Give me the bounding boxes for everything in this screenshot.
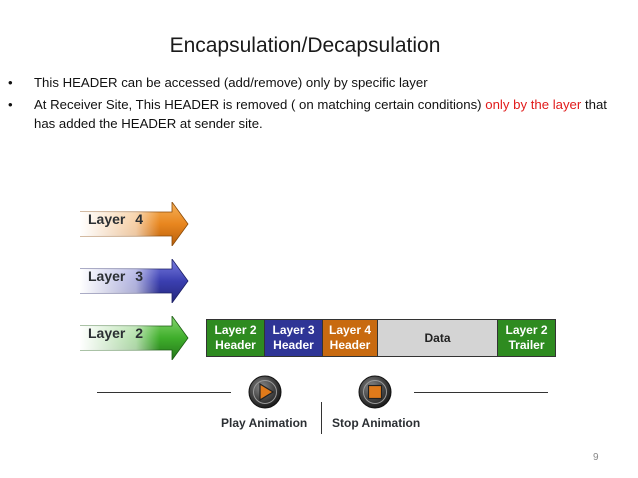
packet-data: Data xyxy=(378,320,497,356)
layer-4-arrow: Layer 4 xyxy=(80,202,190,246)
stop-animation-label[interactable]: Stop Animation xyxy=(332,416,421,430)
segment-line2: Header xyxy=(329,338,371,352)
play-animation-label[interactable]: Play Animation xyxy=(221,416,308,430)
packet-layer3-header: Layer 3 Header xyxy=(265,320,322,356)
layer-2-label: Layer 2 xyxy=(88,325,144,341)
divider-line xyxy=(321,402,322,434)
segment-line2: Header xyxy=(215,338,256,352)
page-number: 9 xyxy=(593,452,599,463)
layer-4-label: Layer 4 xyxy=(88,211,144,227)
layer-3-label: Layer 3 xyxy=(88,268,144,284)
segment-line1: Layer 2 xyxy=(214,323,257,337)
stop-animation-button[interactable] xyxy=(358,375,392,409)
segment-line2: Header xyxy=(273,338,314,352)
bullet-text: This HEADER can be accessed (add/remove)… xyxy=(34,75,428,90)
packet-frame: Layer 2 Header Layer 3 Header Layer 4 He… xyxy=(206,319,556,357)
play-animation-button[interactable] xyxy=(248,375,282,409)
segment-line2: Trailer xyxy=(508,338,545,352)
bullet-dot: • xyxy=(8,75,13,90)
divider-line xyxy=(97,392,231,393)
bullet-item: • At Receiver Site, This HEADER is remov… xyxy=(8,95,608,133)
segment-line1: Layer 3 xyxy=(272,323,315,337)
bullet-text-rest: that has added the HEADER at sender site… xyxy=(34,97,607,131)
bullet-item: • This HEADER can be accessed (add/remov… xyxy=(8,73,608,92)
slide-title: Encapsulation/Decapsulation xyxy=(169,34,441,57)
layer-3-arrow: Layer 3 xyxy=(80,259,190,303)
segment-line1: Layer 4 xyxy=(328,323,372,337)
arrow-icon xyxy=(80,202,189,246)
packet-layer2-trailer: Layer 2 Trailer xyxy=(498,320,555,356)
packet-layer4-header: Layer 4 Header xyxy=(323,320,377,356)
arrow-icon xyxy=(80,316,189,360)
bullet-list: • This HEADER can be accessed (add/remov… xyxy=(8,73,608,136)
layer-2-arrow: Layer 2 xyxy=(80,316,190,360)
bullet-dot: • xyxy=(8,97,13,112)
divider-line xyxy=(414,392,548,393)
arrow-icon xyxy=(80,259,189,303)
segment-line1: Layer 2 xyxy=(505,323,548,337)
play-icon xyxy=(248,375,282,409)
bullet-text: At Receiver Site, This HEADER is removed… xyxy=(34,97,486,112)
segment-line1: Data xyxy=(424,330,451,345)
packet-layer2-header: Layer 2 Header xyxy=(207,320,264,356)
bullet-highlight-text: only by the layer xyxy=(485,97,582,112)
stop-icon xyxy=(358,375,392,409)
